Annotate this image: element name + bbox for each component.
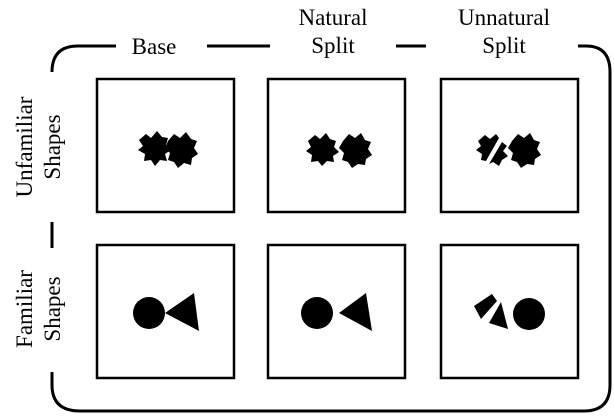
frame-top-left	[50, 44, 116, 73]
blob-fragment-a-shape	[476, 134, 499, 161]
column-label-line1: Base	[131, 34, 177, 59]
circle-shape	[301, 297, 333, 329]
triangle-shape	[339, 293, 372, 331]
panel-familiar-unnatural	[439, 243, 580, 380]
triangle-fragment-b-shape	[489, 302, 508, 329]
triangle-fragment-a-shape	[474, 294, 497, 319]
unfamiliar-unnatural-shapes	[476, 133, 541, 168]
panel-familiar-base	[95, 243, 236, 380]
unfamiliar-base-shapes	[138, 131, 198, 168]
row-label-familiar-shapes: Familiar Shapes	[11, 270, 67, 348]
row-label-line2: Shapes	[40, 276, 65, 342]
row-label-line1: Unfamiliar	[12, 96, 37, 198]
blob-left-shape	[306, 133, 339, 166]
unfamiliar-natural-shapes	[306, 133, 372, 168]
circle-shape	[513, 298, 545, 330]
blob-right-shape	[165, 132, 198, 168]
panel-unfamiliar-natural	[266, 77, 407, 214]
row-label-line2: Shapes	[40, 114, 65, 180]
blob-fragment-b-shape	[489, 142, 508, 166]
triangle-shape	[165, 293, 199, 331]
row-label-line1: Familiar	[12, 270, 37, 348]
blob-right-shape	[508, 133, 541, 168]
column-label-line1: Unnatural	[458, 5, 550, 30]
column-label-unnatural-split: Unnatural Split	[458, 4, 550, 60]
panel-boxes	[95, 77, 580, 380]
outer-frame	[50, 44, 612, 413]
familiar-unnatural-shapes	[474, 294, 545, 330]
familiar-base-shapes	[133, 293, 199, 331]
column-label-line2: Split	[311, 33, 355, 58]
column-label-base: Base	[132, 33, 177, 61]
row-label-unfamiliar-shapes: Unfamiliar Shapes	[11, 97, 67, 198]
familiar-natural-shapes	[301, 293, 372, 331]
panel-familiar-natural	[266, 243, 407, 380]
circle-shape	[133, 297, 165, 329]
column-label-line1: Natural	[298, 5, 368, 30]
column-label-natural-split: Natural Split	[299, 4, 368, 60]
blob-right-shape	[339, 133, 372, 168]
blob-left-shape	[138, 131, 171, 166]
column-label-line2: Split	[482, 33, 526, 58]
frame-top-right	[50, 44, 612, 413]
